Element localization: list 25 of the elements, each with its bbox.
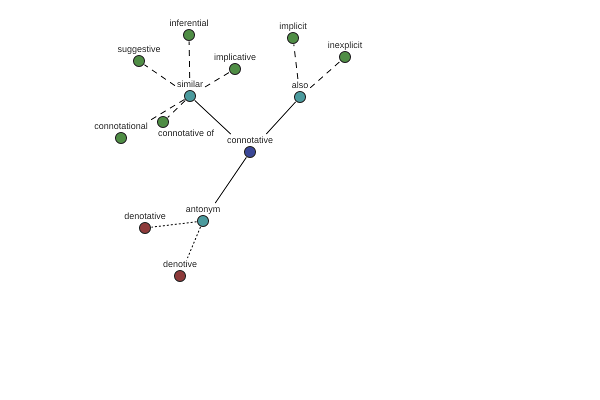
word-label: inexplicit: [326, 40, 364, 51]
dotted-connector: [150, 221, 198, 228]
word-label: implicative: [213, 52, 258, 63]
dashed-connector: [144, 64, 176, 86]
connector-line: [194, 100, 232, 135]
connector-line: [266, 101, 296, 134]
dashed-connector: [204, 72, 230, 88]
word-label: antonym: [184, 204, 222, 215]
connector-line: [214, 156, 247, 204]
word-label: suggestive: [116, 44, 162, 55]
word-label: connotative: [226, 135, 274, 146]
word-label: connotative of: [157, 128, 216, 139]
dashed-connector: [310, 60, 341, 88]
dashed-connector: [149, 98, 185, 121]
dashed-connector: [167, 100, 186, 118]
word-label: connotational: [93, 121, 149, 132]
word-label: inferential: [168, 18, 210, 29]
word-label: denotative: [123, 211, 167, 222]
dotted-connector: [187, 226, 201, 258]
dashed-connector: [293, 44, 298, 80]
word-label: similar: [176, 79, 204, 90]
word-label: implicit: [278, 21, 308, 32]
word-label: denotive: [162, 259, 198, 270]
word-label: also: [290, 80, 310, 91]
dashed-connector: [188, 40, 190, 78]
